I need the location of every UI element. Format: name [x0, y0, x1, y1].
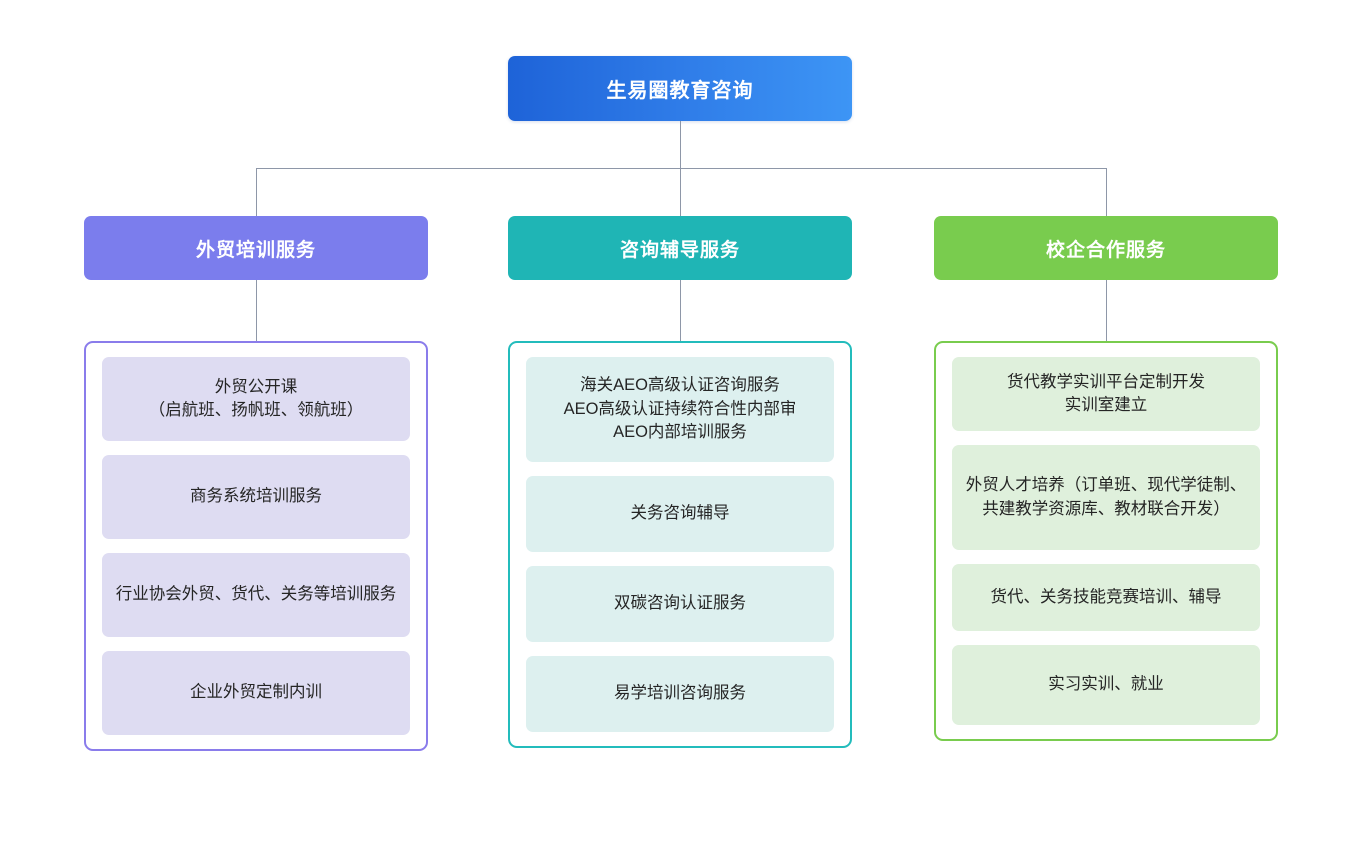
leaf-item[interactable]: 关务咨询辅导 — [526, 476, 834, 552]
branch-header-3[interactable]: 校企合作服务 — [934, 216, 1278, 280]
leaf-item[interactable]: 企业外贸定制内训 — [102, 651, 410, 735]
leaf-item[interactable]: 货代、关务技能竞赛培训、辅导 — [952, 564, 1260, 631]
leaf-item[interactable]: 外贸公开课 （启航班、扬帆班、领航班） — [102, 357, 410, 441]
connector-branch-3-to-panel — [1106, 280, 1107, 341]
leaf-item[interactable]: 商务系统培训服务 — [102, 455, 410, 539]
branch-header-2[interactable]: 咨询辅导服务 — [508, 216, 852, 280]
branch-header-3-label: 校企合作服务 — [1045, 239, 1166, 261]
connector-branch-2-to-panel — [680, 280, 681, 341]
branch-column-3: 校企合作服务 货代教学实训平台定制开发 实训室建立 外贸人才培养（订单班、现代学… — [934, 216, 1278, 741]
leaf-item[interactable]: 双碳咨询认证服务 — [526, 566, 834, 642]
branch-column-1: 外贸培训服务 外贸公开课 （启航班、扬帆班、领航班） 商务系统培训服务 行业协会… — [84, 216, 428, 751]
leaf-item[interactable]: 易学培训咨询服务 — [526, 656, 834, 732]
branch-panel-2: 海关AEO高级认证咨询服务 AEO高级认证持续符合性内部审 AEO内部培训服务 … — [508, 341, 852, 748]
connector-bus-to-branch-1 — [256, 168, 257, 216]
leaf-item[interactable]: 行业协会外贸、货代、关务等培训服务 — [102, 553, 410, 637]
branch-panel-3: 货代教学实训平台定制开发 实训室建立 外贸人才培养（订单班、现代学徒制、共建教学… — [934, 341, 1278, 741]
leaf-item[interactable]: 实习实训、就业 — [952, 645, 1260, 725]
connector-root-down — [680, 121, 681, 168]
connector-bus-to-branch-2 — [680, 168, 681, 216]
leaf-item[interactable]: 货代教学实训平台定制开发 实训室建立 — [952, 357, 1260, 431]
root-node[interactable]: 生易圈教育咨询 — [508, 56, 852, 121]
leaf-item[interactable]: 外贸人才培养（订单班、现代学徒制、共建教学资源库、教材联合开发） — [952, 445, 1260, 550]
branch-panel-1: 外贸公开课 （启航班、扬帆班、领航班） 商务系统培训服务 行业协会外贸、货代、关… — [84, 341, 428, 751]
connector-bus-to-branch-3 — [1106, 168, 1107, 216]
root-node-label: 生易圈教育咨询 — [606, 80, 754, 102]
branch-header-1-label: 外贸培训服务 — [195, 239, 316, 261]
branch-header-2-label: 咨询辅导服务 — [619, 239, 740, 261]
leaf-item[interactable]: 海关AEO高级认证咨询服务 AEO高级认证持续符合性内部审 AEO内部培训服务 — [526, 357, 834, 462]
connector-horizontal-bus — [256, 168, 1106, 169]
branch-header-1[interactable]: 外贸培训服务 — [84, 216, 428, 280]
connector-branch-1-to-panel — [256, 280, 257, 341]
branch-column-2: 咨询辅导服务 海关AEO高级认证咨询服务 AEO高级认证持续符合性内部审 AEO… — [508, 216, 852, 748]
